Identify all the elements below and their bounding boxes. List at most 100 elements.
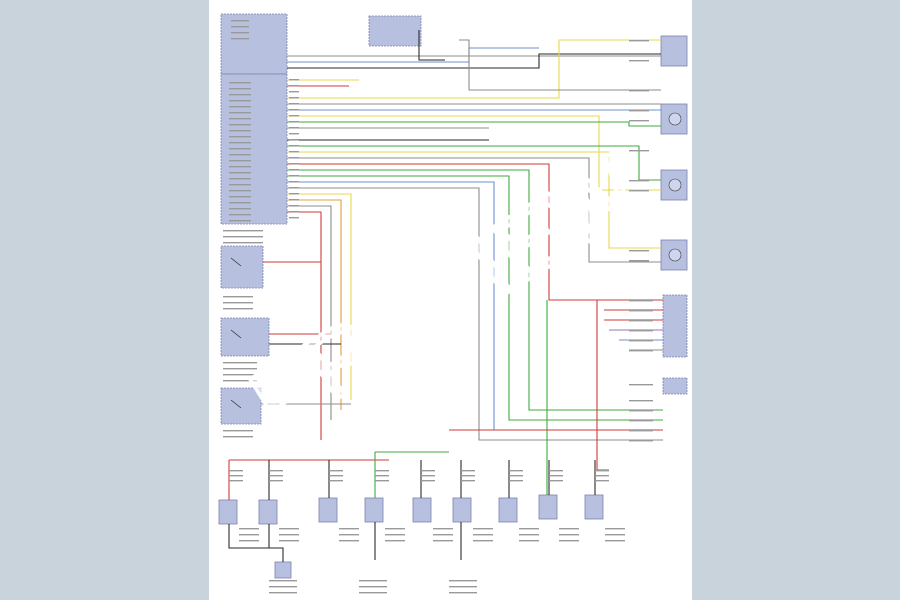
label-mark bbox=[269, 470, 283, 472]
label-mark bbox=[629, 430, 653, 432]
label-mark bbox=[223, 302, 253, 304]
label-mark bbox=[605, 528, 625, 530]
label-mark bbox=[629, 350, 653, 352]
wire-ground-1 bbox=[228, 524, 284, 562]
label-mark bbox=[229, 184, 251, 186]
label-mark bbox=[223, 362, 257, 364]
label-mark bbox=[223, 230, 263, 232]
label-mark bbox=[519, 534, 539, 536]
wire-red-3 bbox=[287, 211, 322, 440]
label-mark bbox=[461, 475, 475, 477]
label-mark bbox=[433, 534, 453, 536]
label-mark bbox=[269, 475, 283, 477]
label-mark bbox=[223, 236, 263, 238]
label-mark bbox=[229, 196, 251, 198]
wire-gray-6 bbox=[287, 205, 332, 420]
label-mark bbox=[449, 580, 477, 582]
label-mark bbox=[289, 151, 299, 153]
label-mark bbox=[375, 470, 389, 472]
label-mark bbox=[629, 150, 649, 152]
label-mark bbox=[289, 163, 299, 165]
label-mark bbox=[289, 211, 299, 213]
wire-red-4 bbox=[596, 300, 609, 471]
label-mark bbox=[289, 85, 299, 87]
label-mark bbox=[289, 79, 299, 81]
label-mark bbox=[559, 528, 579, 530]
label-mark bbox=[289, 103, 299, 105]
label-mark bbox=[229, 208, 251, 210]
label-mark bbox=[289, 115, 299, 117]
label-mark bbox=[629, 110, 649, 112]
label-mark bbox=[229, 94, 251, 96]
label-mark bbox=[519, 540, 539, 542]
label-mark bbox=[229, 124, 251, 126]
label-mark bbox=[519, 528, 539, 530]
label-mark bbox=[433, 528, 453, 530]
label-mark bbox=[289, 217, 299, 219]
label-mark bbox=[339, 540, 359, 542]
label-mark bbox=[279, 534, 299, 536]
label-mark bbox=[449, 586, 477, 588]
label-mark bbox=[509, 470, 523, 472]
wire-black-1 bbox=[287, 53, 661, 69]
label-mark bbox=[595, 475, 609, 477]
wire-yellow-5 bbox=[287, 193, 352, 400]
wire-blue-1 bbox=[287, 47, 539, 63]
label-mark bbox=[421, 475, 435, 477]
label-mark bbox=[421, 480, 435, 482]
label-mark bbox=[223, 430, 253, 432]
label-mark bbox=[629, 320, 653, 322]
label-mark bbox=[229, 154, 251, 156]
label-mark bbox=[289, 175, 299, 177]
label-mark bbox=[229, 172, 251, 174]
label-mark bbox=[231, 32, 249, 34]
label-mark bbox=[629, 300, 653, 302]
wire-gray-7 bbox=[459, 39, 661, 91]
label-mark bbox=[223, 374, 257, 376]
connector-small-right bbox=[662, 377, 688, 395]
label-mark bbox=[229, 142, 251, 144]
wiring-diagram bbox=[218, 13, 688, 594]
label-mark bbox=[629, 40, 649, 42]
label-mark bbox=[279, 528, 299, 530]
label-mark bbox=[461, 470, 475, 472]
actuator-1 bbox=[660, 103, 688, 135]
wiring-diagram-sheet bbox=[209, 0, 692, 600]
right-component-top bbox=[660, 35, 688, 67]
label-mark bbox=[229, 136, 251, 138]
label-mark bbox=[329, 475, 343, 477]
actuator-3 bbox=[660, 239, 688, 271]
label-mark bbox=[629, 190, 649, 192]
wire-orange-1 bbox=[287, 199, 342, 410]
label-mark bbox=[229, 202, 251, 204]
wire-red-2 bbox=[287, 163, 663, 301]
label-mark bbox=[239, 528, 259, 530]
wire-harness bbox=[228, 30, 663, 562]
label-mark bbox=[229, 470, 243, 472]
label-mark bbox=[239, 534, 259, 536]
label-mark bbox=[229, 148, 251, 150]
label-mark bbox=[433, 540, 453, 542]
label-mark bbox=[385, 528, 405, 530]
label-mark bbox=[629, 330, 653, 332]
label-mark bbox=[223, 242, 263, 244]
label-mark bbox=[339, 534, 359, 536]
wire-black-3 bbox=[418, 30, 445, 61]
label-mark bbox=[289, 139, 299, 141]
wire-yellow-2 bbox=[287, 39, 661, 99]
label-mark bbox=[289, 169, 299, 171]
label-mark bbox=[461, 480, 475, 482]
label-mark bbox=[289, 205, 299, 207]
wire-green-1 bbox=[287, 121, 661, 127]
label-mark bbox=[629, 90, 649, 92]
label-mark bbox=[473, 540, 493, 542]
label-mark bbox=[629, 384, 653, 386]
label-mark bbox=[559, 534, 579, 536]
label-mark bbox=[229, 178, 251, 180]
label-mark bbox=[473, 528, 493, 530]
label-mark bbox=[375, 475, 389, 477]
label-mark bbox=[229, 112, 251, 114]
label-mark bbox=[339, 528, 359, 530]
label-mark bbox=[289, 145, 299, 147]
wire-green-4 bbox=[287, 175, 663, 421]
